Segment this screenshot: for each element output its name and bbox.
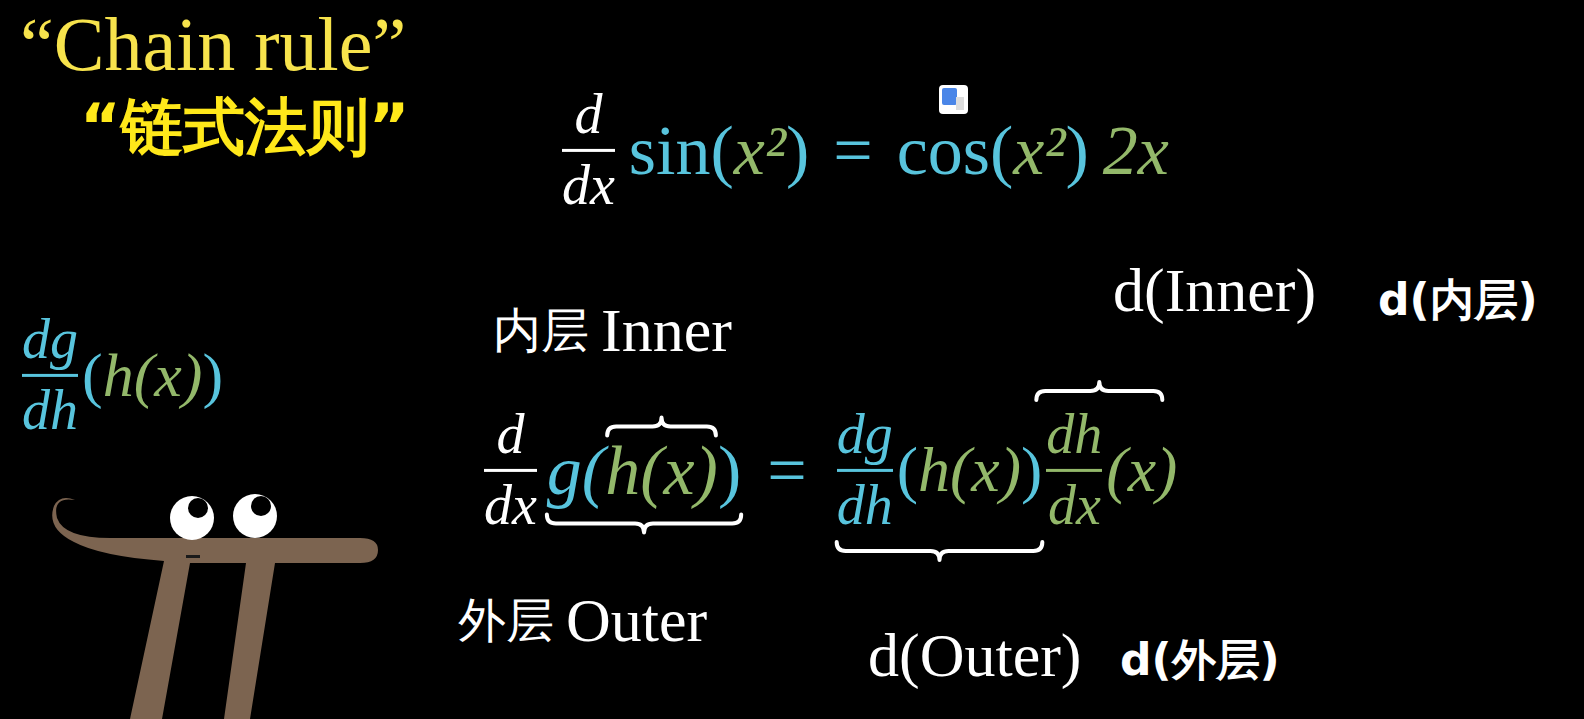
fraction-bar	[484, 469, 537, 472]
math-text: (	[897, 435, 918, 505]
math-text: cos(	[897, 112, 1014, 189]
annotation: d(外层)	[1120, 636, 1280, 684]
math-text: dh	[1046, 404, 1102, 466]
math-text: d	[496, 404, 524, 466]
math-text: h(x)	[918, 435, 1021, 505]
fraction: dg dh	[833, 404, 897, 536]
math-text: h(x)	[103, 341, 203, 409]
brace	[547, 515, 741, 533]
annotation: 内层	[493, 304, 589, 357]
math-text: (x)	[1106, 435, 1177, 505]
math-text: )	[718, 432, 741, 509]
annotation: d(Inner)	[1113, 256, 1316, 324]
math-text: )	[1065, 112, 1088, 189]
math-text: x²	[1013, 112, 1065, 189]
math-text: =	[833, 112, 872, 189]
math-text: =	[767, 432, 806, 509]
math-text: x²	[734, 112, 786, 189]
math-text: sin(	[629, 112, 734, 189]
math-text: dh	[837, 475, 893, 537]
math-text: 2x	[1103, 112, 1169, 189]
text-row: d(Inner)	[1113, 256, 1316, 324]
text-row: 内层Inner	[493, 296, 732, 364]
text-row: d(Outer)	[868, 621, 1081, 689]
fraction-bar	[22, 374, 78, 377]
math-text: h(x)	[605, 432, 718, 509]
text-row: d(内层)	[1378, 276, 1538, 324]
math-text: dh	[22, 380, 78, 442]
annotation: 外层	[458, 594, 554, 647]
math-text: dx	[562, 155, 615, 217]
annotation: Inner	[601, 296, 732, 364]
text-row: “链式法则”	[80, 93, 410, 161]
math-text: (	[82, 341, 103, 409]
fraction-bar	[837, 469, 893, 472]
fraction: dg dh	[18, 309, 82, 441]
fraction-bar	[1046, 469, 1102, 472]
pi-creature	[52, 494, 378, 719]
translate-icon	[939, 85, 968, 114]
annotation: Outer	[566, 586, 707, 654]
fraction: dh dx	[1042, 404, 1106, 536]
braces	[547, 382, 1162, 560]
math-text: dg	[837, 404, 893, 466]
annotation: d(内层)	[1378, 276, 1538, 324]
math-text: )	[202, 341, 223, 409]
math-text: dx	[484, 475, 537, 537]
text-row: 外层Outer	[458, 586, 707, 654]
text-row: ddxg(h(x))=dgdh(h(x))dhdx(x)	[480, 404, 1177, 536]
brace	[1036, 382, 1162, 400]
fraction: d dx	[558, 84, 619, 216]
text-row: “Chain rule”	[20, 3, 406, 87]
text-row: dg dh(h(x))	[18, 309, 223, 441]
fraction: d dx	[480, 404, 541, 536]
heading: “链式法则”	[80, 93, 410, 161]
math-text: )	[1021, 435, 1042, 505]
math-text: dg	[22, 309, 78, 371]
math-text: d	[574, 84, 602, 146]
math-text: dx	[1048, 475, 1101, 537]
text-row: ddxsin(x²)=cos(x²)2x	[558, 84, 1169, 216]
heading: “Chain rule”	[20, 3, 406, 87]
text-row: d(外层)	[1120, 636, 1280, 684]
fraction-bar	[562, 149, 615, 152]
math-text: g(	[547, 432, 605, 509]
annotation: d(Outer)	[868, 621, 1081, 689]
brace	[837, 542, 1043, 560]
math-text: )	[786, 112, 809, 189]
